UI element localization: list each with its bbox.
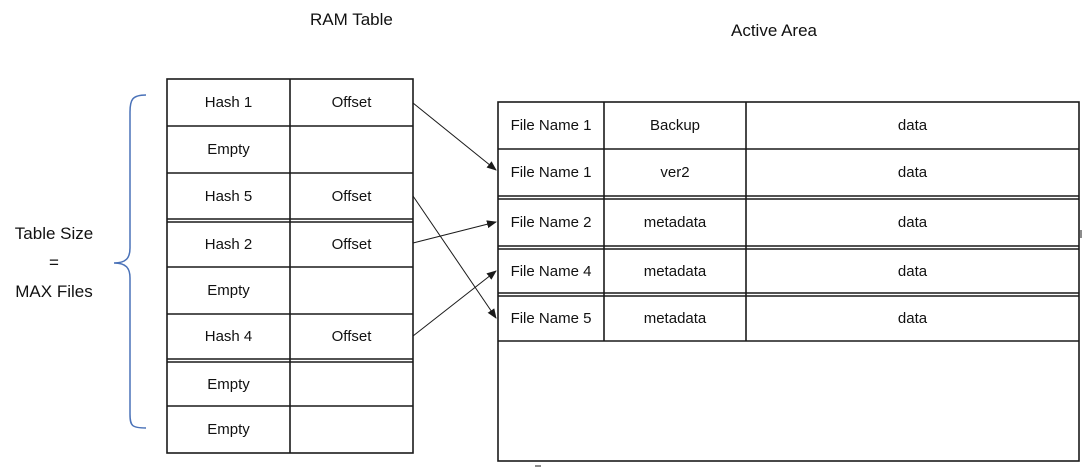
- ram-hash-cell: Empty: [207, 375, 250, 393]
- ram-offset-cell: Offset: [331, 236, 372, 253]
- ram-row: Empty: [167, 362, 413, 406]
- file-data-cell: data: [897, 262, 928, 280]
- ram-offset-cell: [290, 362, 413, 406]
- arrow-hash2-to-file2: [412, 220, 497, 244]
- file-data-cell: data: [897, 214, 928, 231]
- ram-row: Hash 5 Offset: [167, 173, 413, 219]
- ram-hash-cell: Hash 5: [204, 187, 253, 205]
- file-name-cell: File Name 5: [510, 310, 592, 327]
- file-data-cell: data: [897, 117, 928, 134]
- file-meta-cell: metadata: [643, 262, 707, 280]
- ram-row: Hash 1 Offset: [167, 79, 413, 126]
- ram-hash-cell: Empty: [207, 141, 250, 158]
- ram-hash-cell: Hash 4: [204, 328, 253, 345]
- ram-hash-cell: Empty: [207, 421, 250, 438]
- ram-row: Empty: [167, 126, 413, 173]
- file-meta-cell: metadata: [643, 214, 707, 231]
- ram-row: Empty: [167, 406, 413, 453]
- active-row: File Name 2 metadata data: [498, 199, 1079, 246]
- table-size-brace: [113, 94, 147, 429]
- active-area-grid: [497, 101, 1080, 462]
- ram-row: Hash 4 Offset: [167, 314, 413, 359]
- ram-hash-cell: Hash 1: [204, 94, 253, 111]
- ram-offset-cell: Offset: [331, 328, 372, 345]
- arrow-hash5-to-file5: [412, 195, 497, 319]
- side-label-line1: Table Size: [14, 224, 94, 243]
- file-name-cell: File Name 2: [510, 214, 592, 231]
- side-label-line3: MAX Files: [15, 282, 93, 301]
- file-meta-cell: metadata: [643, 310, 707, 327]
- file-meta-cell: ver2: [660, 164, 690, 181]
- ram-offset-cell: Offset: [331, 187, 372, 205]
- ram-offset-cell: [290, 406, 413, 453]
- file-data-cell: data: [897, 164, 928, 181]
- ram-offset-cell: [290, 126, 413, 173]
- ram-hash-cell: Empty: [207, 282, 250, 299]
- file-data-cell: data: [897, 310, 928, 327]
- offset-arrows: [412, 102, 497, 337]
- side-label-line2: =: [49, 253, 59, 272]
- arrow-hash1-to-file1: [412, 102, 497, 171]
- active-area-title: Active Area: [731, 21, 817, 40]
- ram-row: Hash 2 Offset: [167, 222, 413, 267]
- ram-offset-cell: [290, 267, 413, 314]
- active-row: File Name 4 metadata data: [498, 249, 1079, 293]
- active-row: File Name 5 metadata data: [498, 296, 1079, 341]
- file-meta-cell: Backup: [649, 117, 701, 134]
- arrow-hash4-to-file4: [412, 270, 497, 337]
- file-name-cell: File Name 1: [510, 117, 592, 134]
- active-row: File Name 1 Backup data: [498, 102, 1079, 149]
- ram-table-title: RAM Table: [310, 10, 393, 29]
- file-name-cell: File Name 4: [510, 262, 592, 280]
- ram-hash-cell: Hash 2: [204, 236, 253, 253]
- active-row: File Name 1 ver2 data: [498, 149, 1079, 196]
- file-name-cell: File Name 1: [510, 164, 592, 181]
- ram-table-grid: [166, 78, 414, 454]
- ram-row: Empty: [167, 267, 413, 314]
- ram-offset-cell: Offset: [331, 94, 372, 111]
